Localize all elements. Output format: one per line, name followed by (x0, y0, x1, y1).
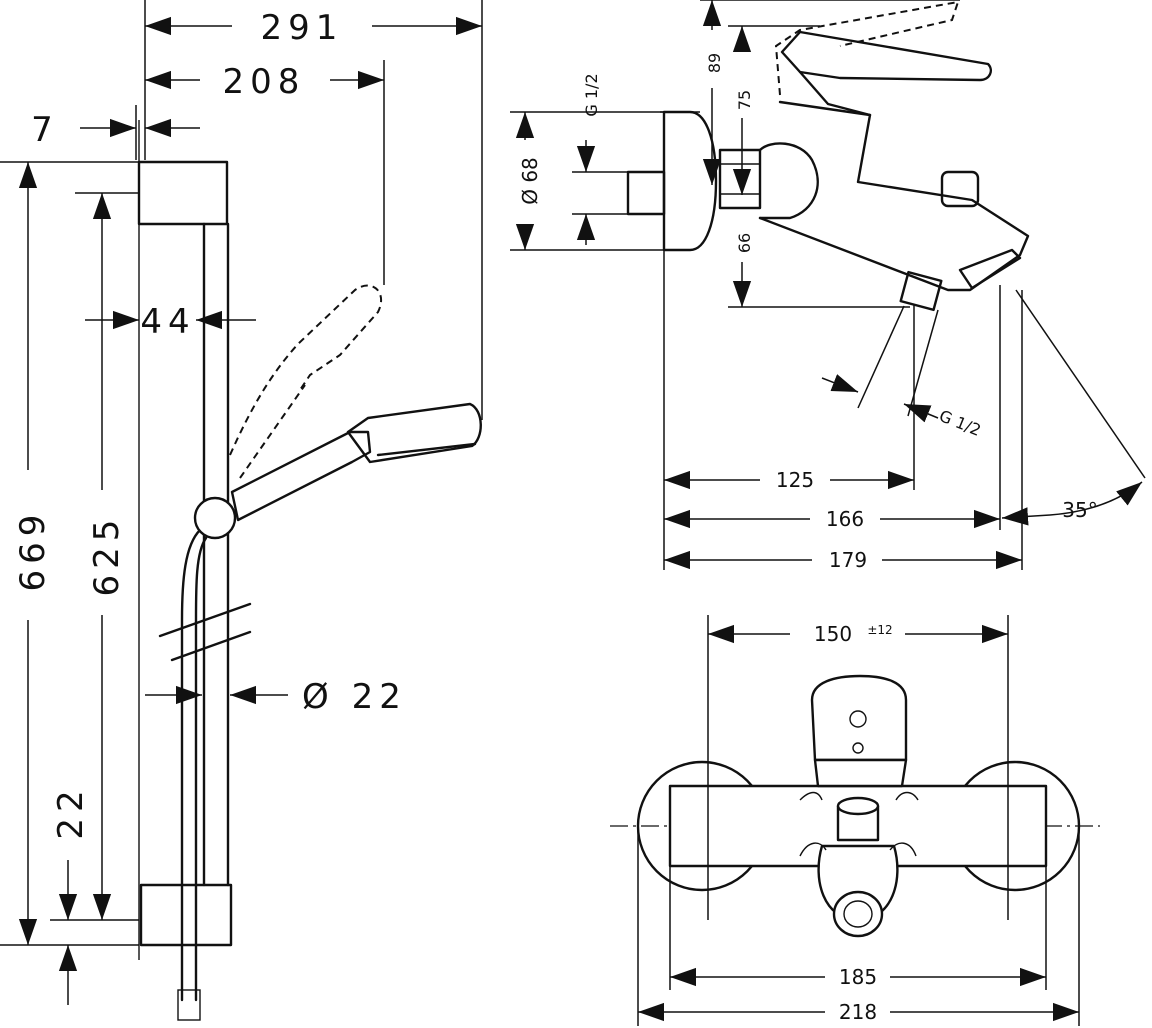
shower-set-view: 291 208 7 44 669 625 22 Ø 22 (0, 0, 483, 1021)
dim-218-label: 218 (839, 1000, 877, 1024)
top-wall-bracket (137, 160, 229, 226)
hose-right-edge (194, 536, 208, 1002)
dim-125-label: 125 (776, 468, 814, 492)
mixer-round-body (758, 142, 819, 220)
dim-208-label: 208 (223, 62, 306, 102)
flange-curve-left-low (799, 842, 827, 857)
break-line-bottom (170, 630, 252, 662)
break-line-top (158, 602, 252, 638)
lever-pivot-dot-small (852, 742, 864, 754)
flange-curve-right (895, 791, 919, 801)
dim-44-label: 44 (140, 302, 195, 342)
inlet-stub (626, 170, 666, 216)
dim-185-label: 185 (839, 965, 877, 989)
dim-d68-label: Ø 68 (518, 157, 542, 205)
mixer-lever (780, 30, 992, 82)
dim-291-label: 291 (261, 8, 344, 48)
bottom-wall-bracket (139, 883, 233, 947)
dim-89-label: 89 (705, 53, 724, 73)
cartridge-base (813, 758, 908, 788)
spout-aerator-front (832, 890, 884, 938)
dim-75-label: 75 (735, 90, 754, 110)
angle-arc (1049, 481, 1143, 516)
flange-curve-right-low (889, 842, 917, 857)
lever-neck (798, 70, 872, 117)
dim-22-bottom-label: 22 (51, 784, 91, 839)
handshower-head (346, 402, 482, 464)
dim-d22-label: Ø 22 (302, 677, 407, 717)
handshower-handle (230, 430, 372, 522)
dim-150-label: 150 (814, 622, 852, 646)
dim-669-label: 669 (13, 509, 53, 592)
diverter-knob (940, 170, 980, 208)
hose-coupling (177, 989, 201, 1021)
mixer-lever-alt-position (774, 0, 960, 96)
slider-knob (193, 496, 237, 540)
dim-625-label: 625 (87, 514, 127, 597)
flange-curve-left (799, 791, 823, 801)
angle-arrow-left (1001, 507, 1051, 526)
lever-pivot-dot (849, 710, 867, 728)
spout-aerator (958, 248, 1022, 290)
angle-ref-line (1015, 289, 1146, 479)
thread-inlet-label: G 1/2 (582, 73, 601, 116)
handshower-face (376, 442, 477, 457)
hose-left-edge (180, 528, 202, 1002)
cartridge-housing (810, 674, 908, 762)
dim-150-tolerance: ±12 (867, 623, 892, 637)
dim-arrow-g12-out-left (821, 374, 859, 393)
ext-line-g12-out-left (857, 305, 905, 409)
mixer-body (758, 100, 1030, 292)
thread-outlet-label: G 1/2 (937, 406, 984, 440)
hex-nut (718, 148, 762, 210)
dim-arrow-g12-out-right (903, 403, 939, 423)
diverter-top (836, 796, 880, 816)
outlet-connector (899, 270, 943, 312)
angle-label: 35° (1062, 498, 1097, 522)
handshower-alt-handle (239, 384, 306, 479)
handshower-alt-position (229, 284, 383, 456)
wall-flange (662, 110, 718, 252)
mixer-front-view: 150 ±12 185 218 (610, 615, 1100, 1026)
mixer-side-view: Ø 68 G 1/2 89 75 66 G 1/2 125 166 (510, 0, 1146, 572)
dim-66-label: 66 (735, 233, 754, 253)
ext-line-g12-out-right (907, 309, 939, 417)
dim-166-label: 166 (826, 507, 864, 531)
dim-179-label: 179 (829, 548, 867, 572)
dim-7-label: 7 (31, 110, 59, 150)
aerator-inner (843, 900, 873, 928)
